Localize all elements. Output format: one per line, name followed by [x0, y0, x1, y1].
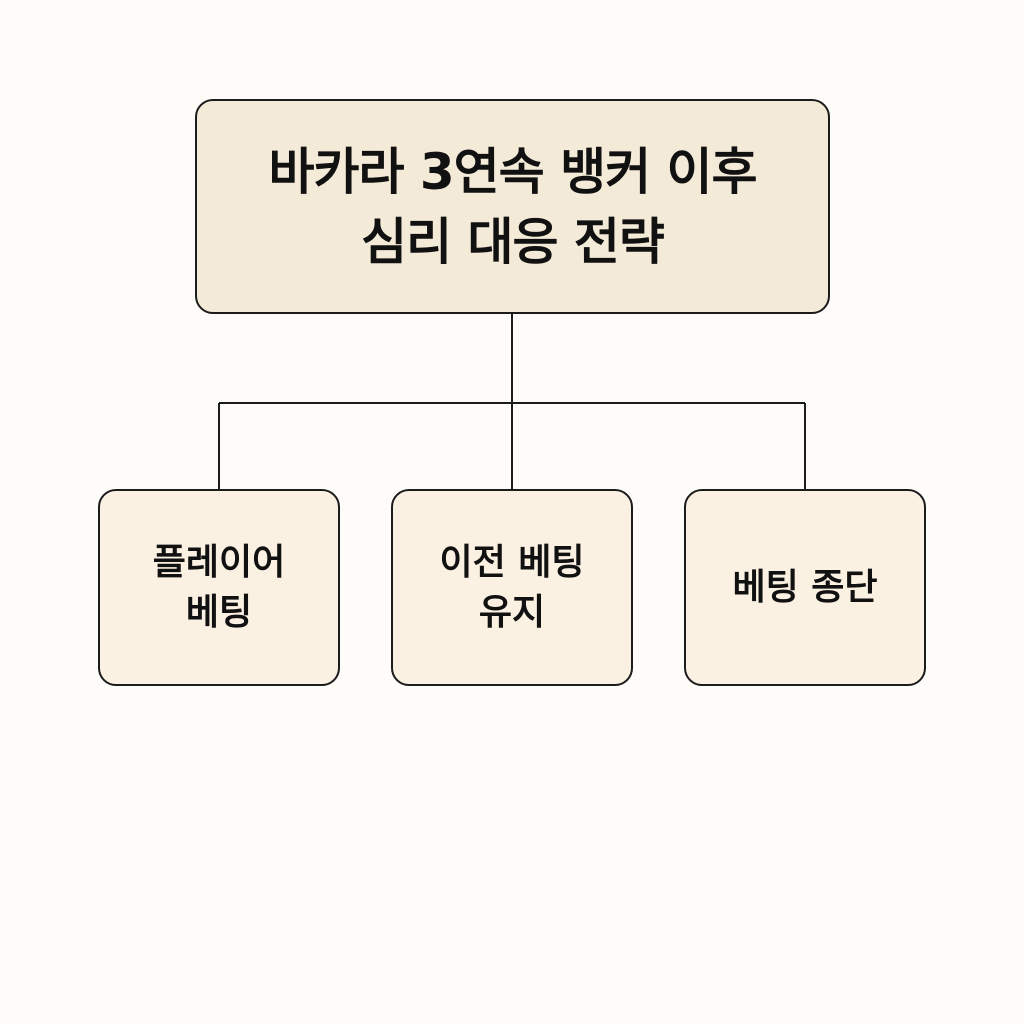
child-node-player-bet: 플레이어 베팅 [98, 489, 340, 686]
child-node-line-1: 이전 베팅 [439, 541, 585, 583]
root-node-label: 바카라 3연속 뱅커 이후 심리 대응 전략 [268, 137, 757, 277]
child-node-label: 이전 베팅 유지 [439, 538, 584, 638]
child-node-line-1: 플레이어 [152, 541, 286, 583]
root-node-line-2: 심리 대응 전략 [361, 212, 665, 271]
child-node-label: 베팅 종단 [732, 563, 877, 613]
child-node-line-2: 베팅 [185, 591, 253, 633]
root-node: 바카라 3연속 뱅커 이후 심리 대응 전략 [195, 99, 830, 314]
child-node-stop-bet: 베팅 종단 [684, 489, 926, 686]
child-node-keep-bet: 이전 베팅 유지 [391, 489, 633, 686]
child-node-line-2: 유지 [478, 591, 546, 633]
child-node-label: 플레이어 베팅 [153, 538, 285, 638]
child-node-line-1: 베팅 종단 [732, 566, 878, 608]
root-node-line-1: 바카라 3연속 뱅커 이후 [268, 142, 757, 201]
